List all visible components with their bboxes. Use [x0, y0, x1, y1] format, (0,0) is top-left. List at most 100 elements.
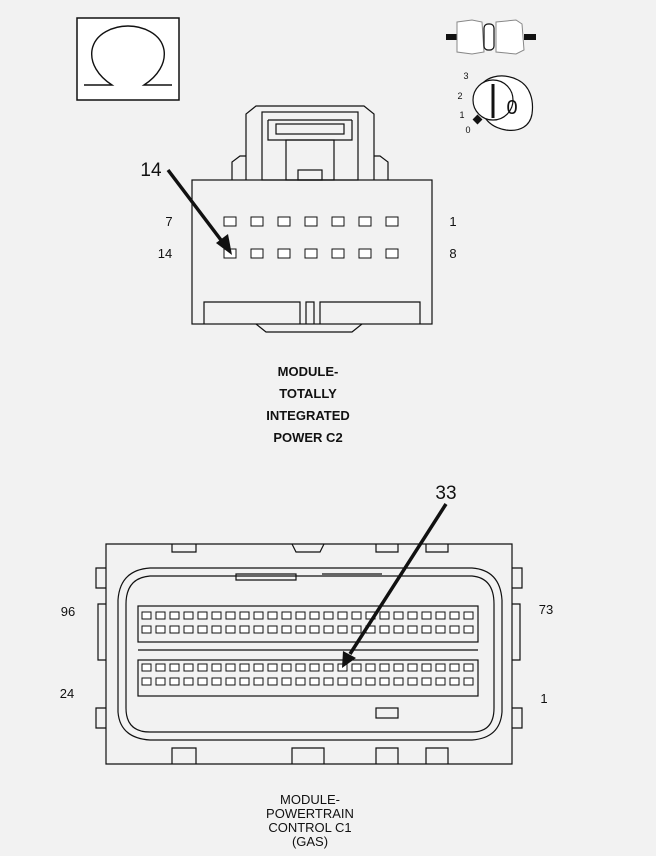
pcm-cavity [183, 625, 194, 634]
pcm-cavity [309, 677, 320, 686]
pcm-cavity [155, 625, 166, 634]
pcm-title-line-2: POWERTRAIN [266, 806, 354, 821]
pcm-cavity [211, 625, 222, 634]
pcm-cavity [295, 611, 306, 620]
pcm-cavity [393, 677, 404, 686]
pcm-cavity [407, 663, 418, 672]
ignition-position-2: 2 [457, 91, 462, 101]
pcm-cavity [309, 611, 320, 620]
tipm-cavity [358, 216, 372, 227]
ohmmeter-symbol [76, 17, 180, 101]
pcm-cavity [365, 663, 376, 672]
pcm-cavity [393, 625, 404, 634]
pcm-cavity [435, 625, 446, 634]
pcm-cavity [351, 611, 362, 620]
pcm-cavity [225, 663, 236, 672]
tipm-cavity [250, 248, 264, 259]
ignition-position-0: 0 [465, 125, 470, 135]
pcm-cavity [421, 663, 432, 672]
ignition-position-3: 3 [463, 71, 468, 81]
tipm-cavity [304, 216, 318, 227]
tipm-cavity [385, 216, 399, 227]
pcm-cavity [309, 625, 320, 634]
pcm-cavity [393, 611, 404, 620]
pcm-cavity [421, 625, 432, 634]
pcm-cavity [323, 663, 334, 672]
pcm-cavity [351, 663, 362, 672]
pcm-cavity [169, 611, 180, 620]
pcm-pin-label-bottom-right: 1 [540, 691, 547, 706]
pcm-cavity [449, 611, 460, 620]
pcm-cavity [449, 663, 460, 672]
pcm-cavity [197, 625, 208, 634]
pcm-cavity [141, 611, 152, 620]
pcm-cavity [155, 663, 166, 672]
pcm-cavity [141, 625, 152, 634]
ignition-switch-icon: 0 3 2 1 0 [457, 71, 534, 135]
tipm-pin-label-bottom-left: 14 [158, 246, 172, 261]
tipm-cavity [277, 248, 291, 259]
pcm-cavity [267, 663, 278, 672]
pcm-cavity [281, 663, 292, 672]
pcm-cavity [169, 625, 180, 634]
tipm-c2-connector [191, 105, 433, 333]
pcm-cavity [225, 677, 236, 686]
pcm-cavity [239, 677, 250, 686]
pcm-pin-label-top-left: 96 [61, 604, 75, 619]
pcm-cavity [365, 677, 376, 686]
pcm-c1-cavity-grid [141, 611, 474, 686]
tipm-cavity [304, 248, 318, 259]
pcm-cavity [239, 611, 250, 620]
pcm-cavity [281, 625, 292, 634]
pcm-cavity [309, 663, 320, 672]
pcm-cavity [463, 611, 474, 620]
tipm-pin-label-bottom-right: 8 [449, 246, 456, 261]
pcm-cavity [323, 625, 334, 634]
tipm-cavity [331, 248, 345, 259]
tipm-cavity [250, 216, 264, 227]
tipm-c2-cavity-grid [223, 216, 399, 259]
pcm-cavity [449, 677, 460, 686]
tipm-callout-number: 14 [140, 160, 162, 181]
disconnected-connector-icon [446, 19, 536, 55]
pcm-cavity [253, 663, 264, 672]
tipm-connector-title: MODULE- TOTALLY INTEGRATED POWER C2 [266, 364, 350, 445]
pcm-cavity [323, 677, 334, 686]
pcm-cavity [379, 625, 390, 634]
tipm-cavity [358, 248, 372, 259]
pcm-cavity [253, 677, 264, 686]
pcm-cavity [141, 663, 152, 672]
pcm-cavity [267, 625, 278, 634]
pcm-cavity [463, 677, 474, 686]
pcm-cavity [169, 677, 180, 686]
pcm-cavity [323, 611, 334, 620]
pcm-cavity [295, 677, 306, 686]
pcm-cavity [435, 663, 446, 672]
pcm-cavity [393, 663, 404, 672]
tipm-cavity [277, 216, 291, 227]
tipm-pin-label-top-right: 1 [449, 214, 456, 229]
pcm-cavity [435, 677, 446, 686]
tipm-cavity [223, 216, 237, 227]
pcm-cavity [407, 677, 418, 686]
pcm-cavity [421, 611, 432, 620]
pcm-cavity [351, 677, 362, 686]
pcm-callout-arrowhead [342, 651, 356, 668]
pcm-cavity [449, 625, 460, 634]
pcm-cavity [253, 611, 264, 620]
tipm-callout-arrow [166, 168, 226, 246]
pcm-cavity [407, 625, 418, 634]
pcm-title-line-3: CONTROL C1 [268, 820, 351, 835]
ignition-position-1: 1 [459, 110, 464, 120]
tipm-cavity [331, 216, 345, 227]
pcm-cavity [183, 611, 194, 620]
pcm-cavity [281, 611, 292, 620]
pcm-connector-title: MODULE- POWERTRAIN CONTROL C1 (GAS) [266, 792, 354, 849]
pcm-pin-label-top-right: 73 [539, 602, 553, 617]
pcm-cavity [267, 677, 278, 686]
pcm-cavity [183, 677, 194, 686]
pcm-cavity [281, 677, 292, 686]
pcm-cavity [337, 625, 348, 634]
pcm-cavity [155, 611, 166, 620]
pcm-cavity [169, 663, 180, 672]
